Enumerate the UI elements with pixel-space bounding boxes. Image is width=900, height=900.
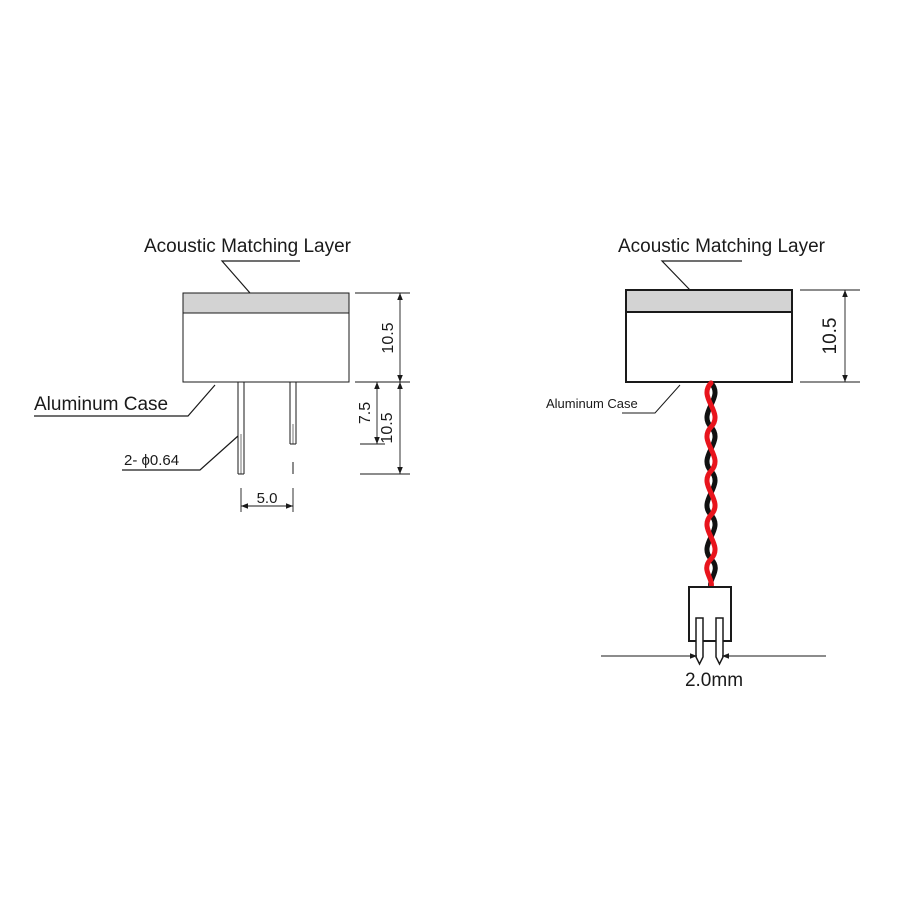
right-aluminum-leader: [622, 384, 681, 414]
left-pins: [237, 382, 297, 475]
right-view: Acoustic Matching Layer 10.5 Aluminum Ca…: [546, 236, 860, 691]
left-matching-layer: [182, 292, 350, 314]
right-matching-layer: [625, 289, 793, 313]
connector-pitch-value: 2.0mm: [685, 670, 743, 691]
left-aluminum-leader: [34, 384, 216, 417]
right-acoustic-leader: [660, 260, 742, 291]
connector-pins: [695, 617, 724, 666]
left-pin-spacing-value: 5.0: [257, 490, 278, 507]
left-body-height-value: 10.5: [380, 322, 397, 353]
left-pin-spec-leader: [122, 435, 239, 471]
red-wire: [704, 380, 718, 591]
left-pin-sub-length-value: 7.5: [357, 402, 374, 424]
left-acoustic-layer-label: Acoustic Matching Layer: [144, 236, 352, 257]
left-aluminum-case-label: Aluminum Case: [34, 394, 168, 415]
left-pin-spacing-dimension: 5.0: [240, 488, 294, 512]
connector-pitch-dimension: 2.0mm: [601, 653, 826, 691]
right-acoustic-layer-label: Acoustic Matching Layer: [618, 236, 826, 257]
right-aluminum-case-label: Aluminum Case: [546, 396, 638, 411]
connector-housing: [688, 586, 732, 642]
left-pin-length-dimension: 10.5 7.5: [357, 382, 410, 475]
twisted-wire-pair: [704, 380, 718, 591]
left-body-height-dimension: 10.5: [355, 292, 410, 383]
right-aluminum-case: [625, 311, 793, 383]
right-body-height-dimension: 10.5: [800, 289, 860, 383]
left-pin-spec-label: 2- ϕ0.64: [124, 452, 179, 469]
left-acoustic-leader: [220, 260, 300, 294]
left-pin-length-value: 10.5: [379, 412, 396, 443]
left-aluminum-case: [182, 312, 350, 383]
right-body-height-value: 10.5: [820, 318, 841, 355]
left-view: Acoustic Matching Layer Aluminum Case 2-…: [34, 236, 410, 512]
